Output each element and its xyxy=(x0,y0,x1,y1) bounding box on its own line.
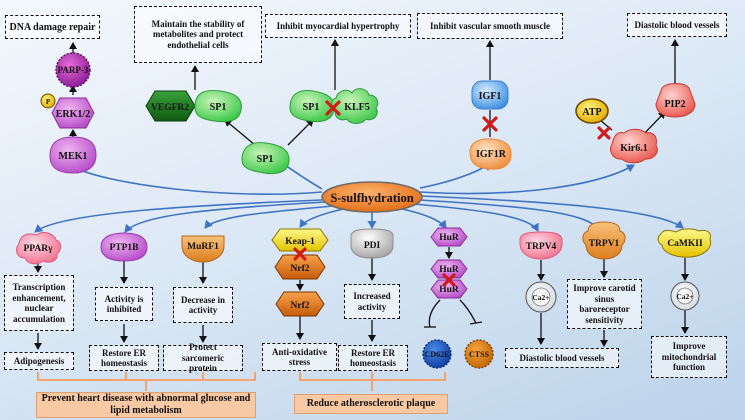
calcium-label-camkii: Ca2+ xyxy=(676,292,693,301)
sp1-mid-label: SP1 xyxy=(303,102,320,113)
pdi-node: PDI xyxy=(350,228,394,259)
phosphate-label: P xyxy=(46,98,51,106)
camkii-label: CaMKII xyxy=(667,239,703,249)
ptp1b-label: PTP1B xyxy=(109,243,139,253)
outcome-diastolic-top: Diastolic blood vessels xyxy=(627,13,727,37)
outcome-inhibit-vsm: Inhibit vascular smooth muscle xyxy=(417,13,563,39)
x-mark-igf1 xyxy=(482,116,498,132)
ctss-label: CTSS xyxy=(469,350,490,359)
murf1-node: MuRF1 xyxy=(181,235,225,263)
trpv4-label: TRPV4 xyxy=(526,242,557,252)
hur-top-label: HuR xyxy=(439,233,459,243)
hur-mid-label: HuR xyxy=(439,265,459,275)
erk12-node: ERK1/2 xyxy=(51,97,95,129)
vegfr2-label: VEGFR2 xyxy=(151,103,189,113)
camkii-node: CaMKII xyxy=(657,228,712,258)
ptp1b-node: PTP1B xyxy=(100,232,148,262)
klf5-label: KLF5 xyxy=(344,102,370,113)
nrf2-lower-label: Nrf2 xyxy=(291,301,310,311)
outcome-inhibit-hypertrophy: Inhibit myocardial hypertrophy xyxy=(265,14,411,38)
pip2-node: PIP2 xyxy=(655,83,696,118)
desc-activity-inhibited: Activity is inhibited xyxy=(95,287,153,321)
nrf2-upper-node: Nrf2 xyxy=(274,254,326,280)
pdi-label: PDI xyxy=(364,241,381,251)
atp-node: ATP xyxy=(575,98,609,124)
black-arrows xyxy=(34,39,689,350)
kir61-node: Kir6.1 xyxy=(610,128,658,164)
klf5-node: KLF5 xyxy=(331,88,379,124)
ppar-label: PPARγ xyxy=(23,244,53,254)
cd62e-label: CD62E xyxy=(425,350,450,359)
kir61-label: Kir6.1 xyxy=(620,143,648,154)
hur-bottom-label: HuR xyxy=(439,285,459,295)
result-diastolic-bottom: Diastolic blood vessels xyxy=(505,348,619,368)
calcium-cell-trpv4: Ca2+ xyxy=(525,281,557,313)
erk12-label: ERK1/2 xyxy=(56,109,90,120)
banner-heart-disease: Prevent heart disease with abnormal gluc… xyxy=(36,392,256,418)
outcome-maintain-stability: Maintain the stability of metabolites an… xyxy=(134,6,262,63)
parp3-label: PARP-3 xyxy=(58,65,89,75)
parp3-node: PARP-3 xyxy=(55,52,91,88)
atp-label: ATP xyxy=(582,107,601,118)
nrf2-upper-label: Nrf2 xyxy=(291,264,310,274)
calcium-cell-camkii: Ca2+ xyxy=(670,281,700,311)
sp1-center-label: SP1 xyxy=(257,154,274,165)
keap1-node: Keap-1 xyxy=(271,228,329,252)
s-sulfhydration-node: S-sulfhydration xyxy=(321,181,423,213)
result-protect-sarcomeric: Protect sarcomeric protein xyxy=(163,342,243,373)
sp1-mid-node: SP1 xyxy=(289,90,335,123)
vegfr2-node: VEGFR2 xyxy=(145,90,196,122)
hur-mid-node: HuR xyxy=(430,259,468,279)
calcium-label-trpv4: Ca2+ xyxy=(532,293,549,302)
blue-arrows xyxy=(34,159,684,233)
hur-bottom-node: HuR xyxy=(430,279,468,299)
desc-increased-activity: Increased activity xyxy=(344,284,400,319)
trpv1-node: TRPV1 xyxy=(582,221,626,260)
ctss-node: CTSS xyxy=(464,339,494,369)
mek1-node: MEK1 xyxy=(49,136,97,174)
sp1-center-node: SP1 xyxy=(241,142,290,175)
igf1r-label: IGF1R xyxy=(476,149,507,160)
phosphate-node: P xyxy=(40,93,56,109)
cd62e-node: CD62E xyxy=(422,339,452,369)
x-mark-hur xyxy=(442,273,456,287)
trpv1-label: TRPV1 xyxy=(589,239,620,249)
igf1-label: IGF1 xyxy=(479,91,502,102)
hur-top-node: HuR xyxy=(430,227,468,247)
banner-atherosclerotic: Reduce atherosclerotic plaque xyxy=(294,394,448,414)
murf1-label: MuRF1 xyxy=(187,242,219,252)
result-adipogenesis: Adipogenesis xyxy=(4,352,74,370)
center-label: S-sulfhydration xyxy=(330,191,413,205)
nrf2-lower-node: Nrf2 xyxy=(275,291,325,317)
ppar-node: PPARγ xyxy=(16,232,62,265)
desc-improve-carotid: Improve carotid sinus baroreceptor sensi… xyxy=(567,279,642,329)
pip2-label: PIP2 xyxy=(664,99,685,110)
desc-decrease-activity: Decrease in activity xyxy=(173,287,233,323)
result-restore-er-right: Restore ER homeostasis xyxy=(338,345,408,371)
desc-transcription: Transcription enhancement, nuclear accum… xyxy=(4,275,74,331)
x-mark-keap1 xyxy=(293,247,307,261)
sp1-left-node: SP1 xyxy=(194,89,242,123)
igf1-node: IGF1 xyxy=(471,80,509,110)
mek1-label: MEK1 xyxy=(59,151,88,162)
result-mitochondrial: Improve mitochondrial function xyxy=(651,336,727,378)
keap1-label: Keap-1 xyxy=(285,237,315,247)
x-mark-sp1-klf5 xyxy=(325,100,341,116)
inhibition-x-marks xyxy=(293,100,611,287)
orange-brackets xyxy=(37,372,446,391)
result-anti-oxidative: Anti-oxidative stress xyxy=(262,343,337,371)
result-restore-er-left: Restore ER homeostasis xyxy=(89,345,159,371)
trpv4-node: TRPV4 xyxy=(519,231,563,260)
igf1r-node: IGF1R xyxy=(469,138,512,170)
outcome-dna-damage-repair: DNA damage repair xyxy=(5,15,100,39)
x-mark-atp xyxy=(597,126,611,140)
sp1-left-label: SP1 xyxy=(210,102,227,113)
